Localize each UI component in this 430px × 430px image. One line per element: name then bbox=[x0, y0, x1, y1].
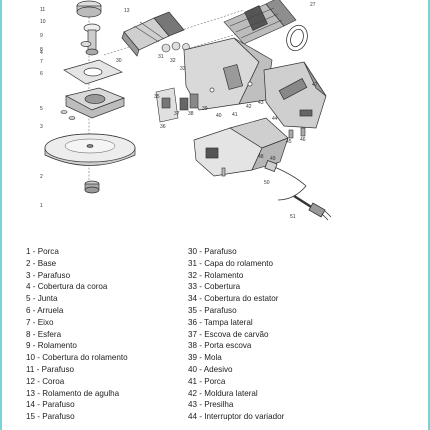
legend-item: 11 - Parafuso bbox=[26, 364, 74, 374]
callout-label: 43 bbox=[258, 100, 264, 106]
legend-item: 37 - Escova de carvão bbox=[188, 329, 269, 339]
callout-label: 6 bbox=[40, 71, 43, 77]
callout-label: 40 bbox=[216, 113, 222, 119]
legend-item: 35 - Parafuso bbox=[188, 305, 237, 315]
legend-column-left: 1 - Porca 2 - Base 3 - Parafuso 4 - Cobe… bbox=[26, 246, 186, 423]
callout-label: 9 bbox=[40, 33, 43, 39]
legend-item: 36 - Tampa lateral bbox=[188, 317, 253, 327]
callout-label: 38 bbox=[188, 111, 194, 117]
callout-label: 7 bbox=[40, 59, 43, 65]
spindle-assembly bbox=[80, 23, 101, 56]
legend-item: 8 - Esfera bbox=[26, 329, 62, 339]
legend-item: 39 - Mola bbox=[188, 353, 222, 363]
legend-item: 40 - Adesivo bbox=[188, 364, 233, 374]
callout-labels: 11 10 9 8 7 6 5 3 2 1 4 13 30 27 31 32 3… bbox=[40, 2, 318, 220]
callout-label: 13 bbox=[124, 8, 130, 14]
armature-winding bbox=[223, 0, 297, 45]
legend-item: 6 - Arruela bbox=[26, 305, 64, 315]
gear-housing bbox=[65, 87, 125, 119]
top-nut-part bbox=[76, 0, 102, 18]
small-parts bbox=[60, 110, 76, 120]
bottom-nut bbox=[84, 180, 100, 194]
legend-item: 2 - Base bbox=[26, 258, 57, 268]
legend-item: 1 - Porca bbox=[26, 247, 59, 256]
callout-label: 32 bbox=[170, 58, 176, 64]
callout-label: 37 bbox=[174, 111, 180, 117]
callout-label: 42 bbox=[246, 104, 252, 110]
legend-item: 30 - Parafuso bbox=[188, 247, 237, 256]
legend-item: 31 - Capa do rolamento bbox=[188, 258, 274, 268]
handle-assembly bbox=[263, 61, 327, 129]
legend-item: 4 - Cobertura da coroa bbox=[26, 282, 108, 292]
callout-label: 33 bbox=[180, 66, 186, 72]
legend-item: 33 - Cobertura bbox=[188, 282, 241, 292]
callout-label: 41 bbox=[232, 112, 238, 118]
legend-item: 7 - Eixo bbox=[26, 317, 54, 327]
callout-label: 5 bbox=[40, 106, 43, 112]
callout-label: 36 bbox=[160, 124, 166, 130]
callout-label: 27 bbox=[310, 2, 316, 8]
gear-cover-plate bbox=[63, 59, 123, 85]
callout-label: 11 bbox=[40, 7, 45, 13]
legend-item: 12 - Coroa bbox=[26, 376, 65, 386]
callout-label: 47 bbox=[312, 82, 318, 88]
callout-label: 44 bbox=[272, 116, 278, 122]
backing-pad bbox=[44, 133, 136, 166]
callout-label: 2 bbox=[40, 174, 43, 180]
legend-item: 41 - Porca bbox=[188, 376, 226, 386]
screw-15 bbox=[221, 167, 226, 177]
legend-item: 10 - Cobertura do rolamento bbox=[26, 353, 128, 363]
legend-item: 14 - Parafuso bbox=[26, 400, 75, 410]
seal-ring bbox=[286, 24, 308, 52]
legend-column-right: 30 - Parafuso 31 - Capa do rolamento 32 … bbox=[188, 246, 348, 423]
callout-label: 35 bbox=[154, 94, 160, 100]
callout-label: 31 bbox=[158, 54, 164, 60]
armature-rotor bbox=[121, 11, 185, 57]
legend-item: 9 - Rolamento bbox=[26, 341, 77, 351]
motor-housing bbox=[183, 37, 273, 111]
legend-item: 15 - Parafuso bbox=[26, 412, 75, 422]
exploded-view-diagram: 11 10 9 8 7 6 5 3 2 1 4 13 30 27 31 32 3… bbox=[40, 0, 332, 221]
lower-cover bbox=[193, 117, 289, 177]
legend-item: 3 - Parafuso bbox=[26, 270, 71, 280]
callout-label: 4 bbox=[40, 50, 43, 56]
legend-item: 42 - Moldura lateral bbox=[188, 388, 258, 398]
legend-item: 43 - Presilha bbox=[188, 400, 234, 410]
legend-item: 32 - Rolamento bbox=[188, 270, 244, 280]
screws-right bbox=[288, 127, 306, 139]
parts-legend: 1 - Porca 2 - Base 3 - Parafuso 4 - Cobe… bbox=[26, 246, 416, 430]
callout-label: 8 bbox=[40, 47, 43, 53]
callout-label: 3 bbox=[40, 124, 43, 130]
callout-label: 50 bbox=[264, 180, 270, 186]
legend-item: 13 - Rolamento de agulha bbox=[26, 388, 120, 398]
callout-label: 46 bbox=[300, 137, 306, 143]
legend-item: 5 - Junta bbox=[26, 294, 58, 304]
carbon-brush-set bbox=[179, 93, 199, 111]
legend-item: 34 - Cobertura do estator bbox=[188, 294, 279, 304]
callout-label: 10 bbox=[40, 19, 46, 25]
callout-label: 30 bbox=[116, 58, 122, 64]
side-cover-plate bbox=[155, 87, 179, 123]
callout-label: 49 bbox=[270, 156, 276, 162]
callout-label: 45 bbox=[286, 139, 292, 145]
callout-label: 39 bbox=[202, 106, 208, 112]
callout-label: 51 bbox=[290, 214, 296, 220]
callout-label: 1 bbox=[40, 203, 43, 209]
legend-item: 44 - Interruptor do variador bbox=[188, 412, 285, 422]
callout-label: 48 bbox=[258, 154, 264, 160]
legend-item: 38 - Porta escova bbox=[188, 341, 252, 351]
power-cord bbox=[264, 160, 332, 221]
